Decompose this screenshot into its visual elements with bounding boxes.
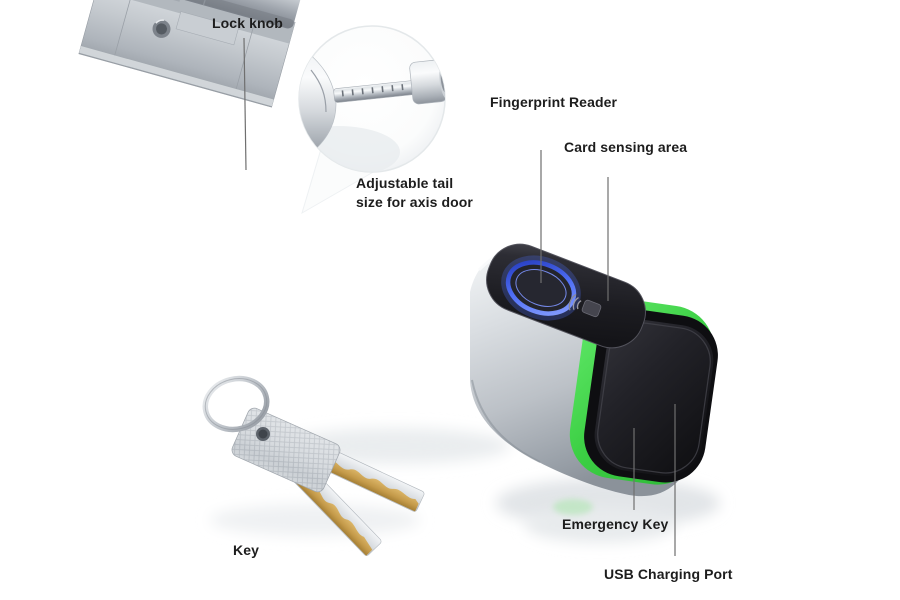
cylinder-body xyxy=(52,0,311,108)
key-ring xyxy=(202,375,270,433)
label-adjustable-tail-line1: Adjustable tail xyxy=(356,175,454,191)
label-usb-charging-port: USB Charging Port xyxy=(604,566,733,582)
label-card-sensing-area: Card sensing area xyxy=(564,139,688,155)
keys xyxy=(202,375,425,556)
label-adjustable-tail: Adjustable tail size for axis door xyxy=(356,174,473,212)
label-fingerprint-reader: Fingerprint Reader xyxy=(490,94,618,110)
emergency-key-cover xyxy=(594,319,714,477)
key-head xyxy=(231,407,341,493)
lock-knob-line xyxy=(243,37,247,171)
cylinder-barrel xyxy=(52,0,311,29)
euro-profile-body xyxy=(78,0,296,108)
label-adjustable-tail-line2: size for axis door xyxy=(356,194,473,210)
card-sensor-icon xyxy=(568,293,602,318)
label-emergency-key: Emergency Key xyxy=(562,516,669,532)
fingerprint-reader xyxy=(501,255,581,321)
label-lock-knob: Lock knob xyxy=(212,15,283,31)
callout-lines xyxy=(243,37,676,556)
label-key: Key xyxy=(233,542,259,558)
